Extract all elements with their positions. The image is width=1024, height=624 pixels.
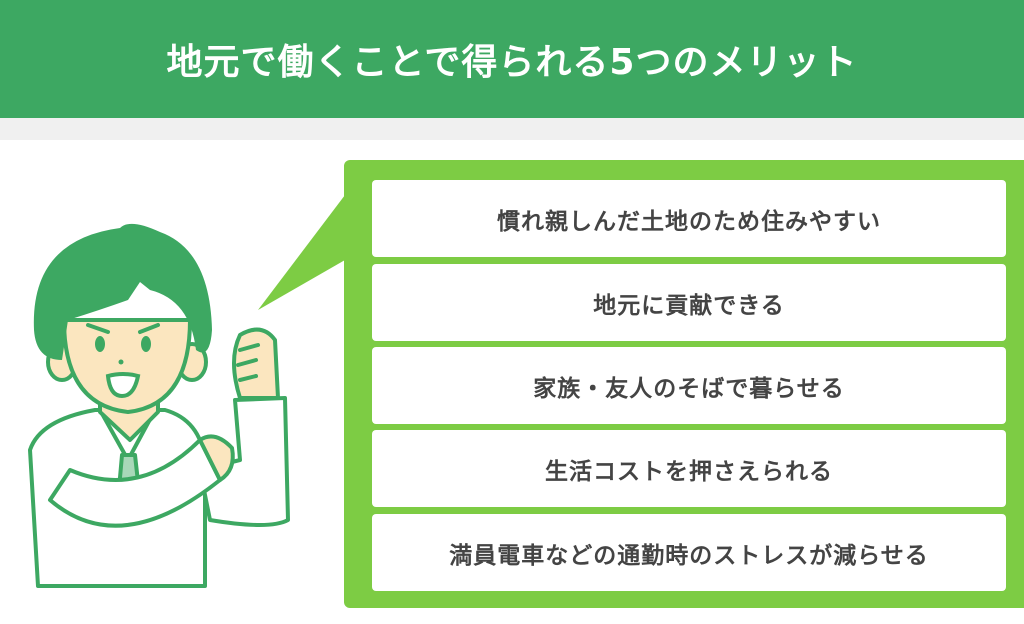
businessman-illustration	[28, 223, 290, 588]
hair	[33, 223, 212, 360]
divider-band	[0, 118, 1024, 140]
header-banner: 地元で働くことで得られる5つのメリット	[0, 0, 1024, 118]
merit-item-5: 満員電車などの通勤時のストレスが減らせる	[372, 514, 1006, 591]
merit-item-2: 地元に貢献できる	[372, 264, 1006, 341]
page-title: 地元で働くことで得られる5つのメリット	[166, 42, 858, 83]
smile	[105, 372, 141, 399]
merit-item-4: 生活コストを押さえられる	[372, 430, 1006, 507]
merit-item-1: 慣れ親しんだ土地のため住みやすい	[372, 180, 1006, 257]
merit-item-3: 家族・友人のそばで暮らせる	[372, 347, 1006, 424]
